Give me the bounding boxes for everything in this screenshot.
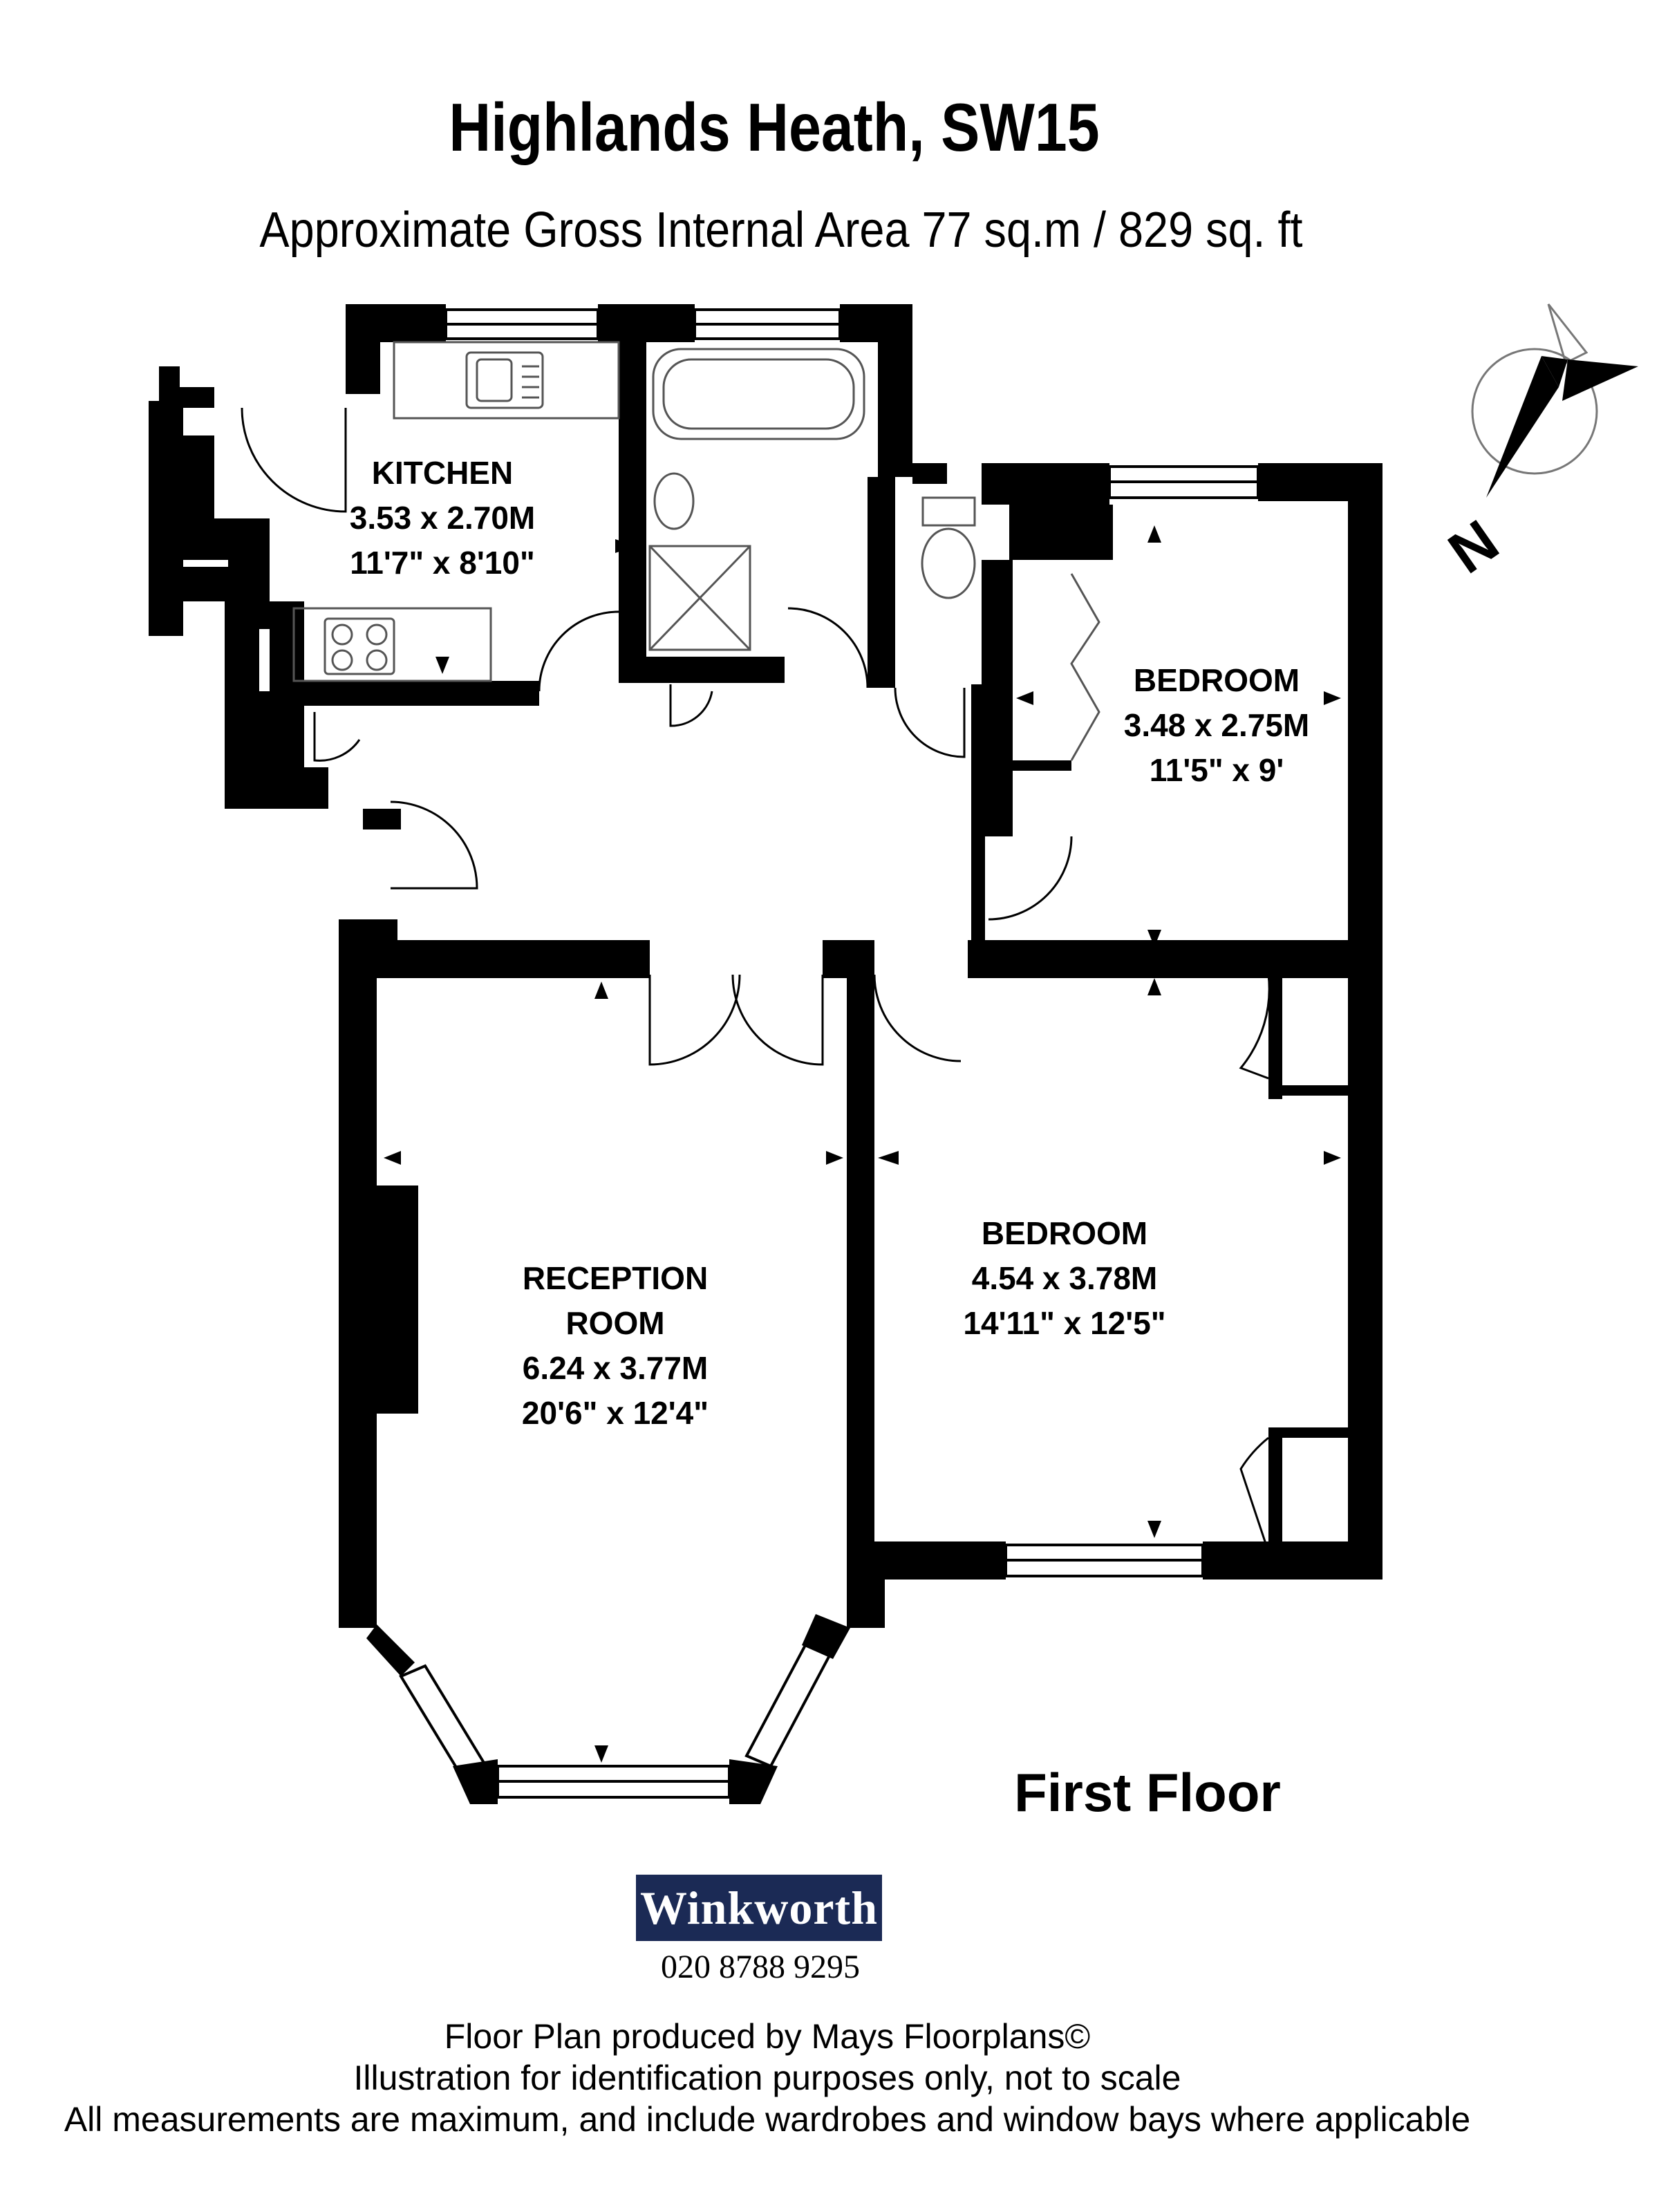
reception-name-line1: RECEPTION: [523, 1260, 708, 1296]
fixtures: [292, 341, 1100, 761]
compass: N: [1437, 303, 1638, 586]
bedroom-small-name: BEDROOM: [1134, 662, 1300, 698]
reception-metric: 6.24 x 3.77M: [523, 1350, 709, 1386]
compass-north-label: N: [1437, 507, 1510, 586]
bedroom-small-imperial: 11'5" x 9': [1150, 752, 1284, 788]
page-title: Highlands Heath, SW15: [449, 89, 1100, 165]
area-subtitle: Approximate Gross Internal Area 77 sq.m …: [259, 203, 1303, 258]
reception-imperial: 20'6" x 12'4": [522, 1395, 709, 1431]
room-labels: KITCHEN 3.53 x 2.70M 11'7" x 8'10" BEDRO…: [350, 455, 1310, 1431]
agent-phone: 020 8788 9295: [661, 1949, 860, 1985]
door-swings: [241, 407, 1271, 1553]
winkworth-logo: Winkworth: [636, 1875, 882, 1941]
floor-label: First Floor: [1014, 1762, 1281, 1823]
dimension-arrows: [187, 525, 1341, 1763]
bedroom-large-metric: 4.54 x 3.78M: [972, 1260, 1158, 1296]
windows: [399, 308, 1259, 1799]
footer-line-2: Illustration for identification purposes…: [353, 2059, 1181, 2097]
kitchen-imperial: 11'7" x 8'10": [350, 545, 535, 581]
compass-arrow-icon: [1562, 359, 1638, 401]
bedroom-small-metric: 3.48 x 2.75M: [1124, 707, 1310, 743]
footer-line-1: Floor Plan produced by Mays Floorplans©: [444, 2017, 1091, 2056]
bedroom-large-imperial: 14'11" x 12'5": [963, 1305, 1165, 1341]
compass-circle: [1471, 348, 1598, 475]
footer-notes: Floor Plan produced by Mays Floorplans© …: [0, 2016, 1535, 2140]
bedroom-large-name: BEDROOM: [982, 1215, 1147, 1251]
walls: [149, 304, 1382, 1804]
kitchen-metric: 3.53 x 2.70M: [350, 500, 536, 536]
reception-name-line2: ROOM: [565, 1305, 664, 1341]
kitchen-name: KITCHEN: [372, 455, 513, 491]
footer-line-3: All measurements are maximum, and includ…: [64, 2100, 1471, 2139]
